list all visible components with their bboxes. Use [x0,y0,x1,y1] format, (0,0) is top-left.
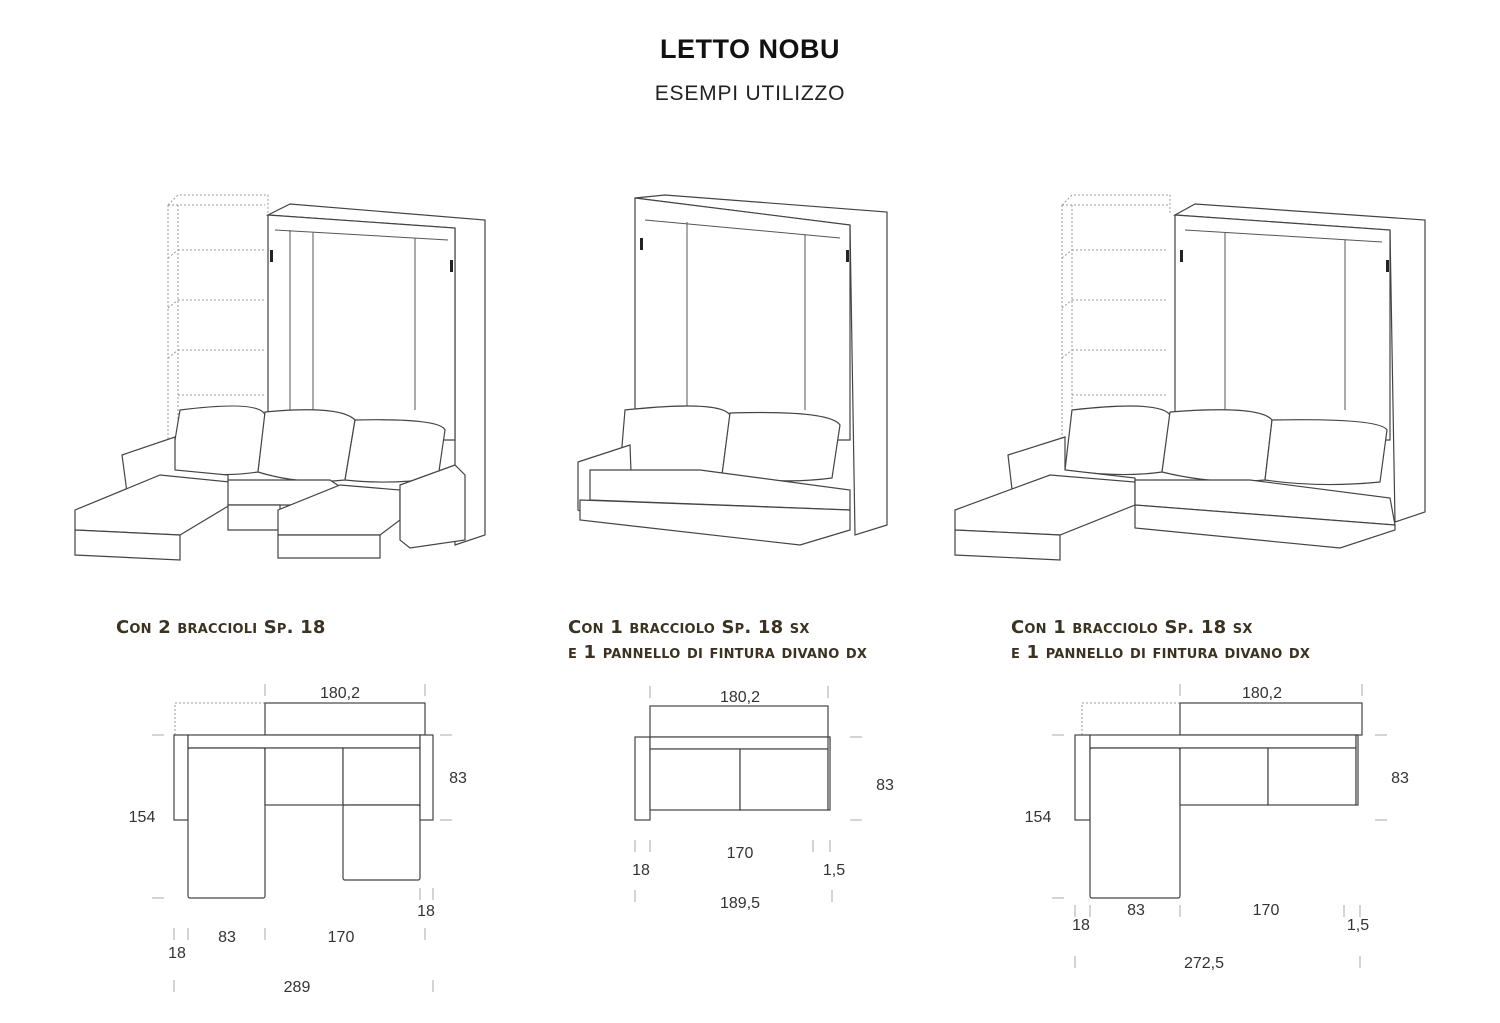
dim-total-width-1: 289 [284,979,311,996]
dim-arm-left-1: 18 [168,945,186,962]
perspective-1-bookcase [167,194,269,440]
dim-total-depth-3: 154 [1025,809,1052,826]
dim-top-width-2: 180,2 [720,689,760,706]
caption-line: Con 1 bracciolo Sp. 18 sx [1011,617,1253,638]
caption-line: e 1 pannello di fintura divano dx [568,642,868,663]
perspective-3-sofa [954,405,1396,561]
dim-sofa-2: 170 [727,845,754,862]
dim-depth-2: 83 [876,777,894,794]
dim-arm-right-1: 18 [417,903,435,920]
perspective-3-bookcase [1061,194,1171,440]
dim-sofa-3: 170 [1253,902,1280,919]
dim-top-width-1: 180,2 [320,685,360,702]
caption-line: Con 1 bracciolo Sp. 18 sx [568,617,810,638]
dim-sofa-1: 170 [328,929,355,946]
dim-top-width-3: 180,2 [1242,685,1282,702]
perspective-3-wall-bed [1172,203,1426,523]
caption-example-3: Con 1 bracciolo Sp. 18 sx e 1 pannello d… [1011,615,1310,665]
dim-depth-3: 83 [1391,770,1409,787]
perspective-2-sofa [577,405,851,546]
dim-panel-right-2: 1,5 [823,862,845,879]
dim-arm-left-3: 18 [1072,917,1090,934]
dim-panel-right-3: 1,5 [1347,917,1369,934]
caption-line: e 1 pannello di fintura divano dx [1011,642,1311,663]
dim-chaise-3: 83 [1127,902,1145,919]
dim-total-depth-1: 154 [129,809,156,826]
dim-total-width-3: 272,5 [1184,955,1224,972]
plan-2 [634,686,865,905]
dim-total-width-2: 189,5 [720,895,760,912]
dim-depth-1: 83 [449,770,467,787]
plan-1 [152,684,465,995]
perspective-1-sofa [74,405,466,561]
dim-chaise-1: 83 [218,929,236,946]
dim-arm-left-2: 18 [632,862,650,879]
caption-example-1: Con 2 braccioli Sp. 18 [116,615,326,640]
caption-example-2: Con 1 bracciolo Sp. 18 sx e 1 pannello d… [568,615,867,665]
caption-line: Con 2 braccioli Sp. 18 [116,617,326,638]
page-title: LETTO NOBU [660,34,840,64]
page-subtitle: ESEMPI UTILIZZO [654,82,846,105]
plan-3 [1052,684,1395,970]
perspective-2-wall-bed [634,194,888,536]
